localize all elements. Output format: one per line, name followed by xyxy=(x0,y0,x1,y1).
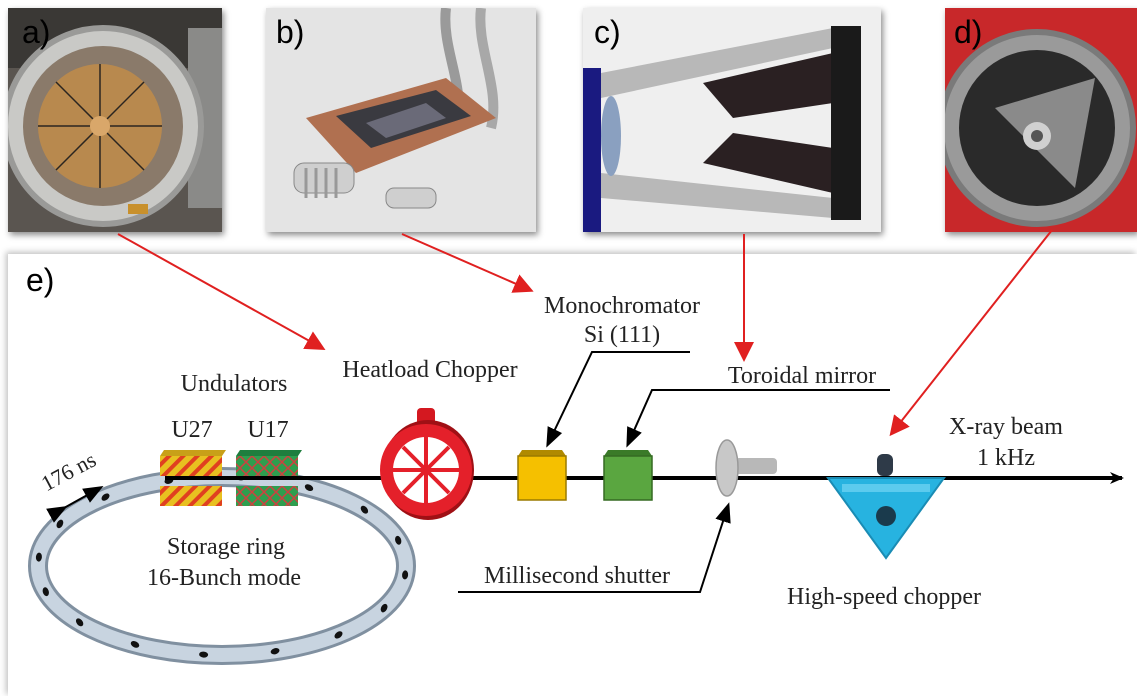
panel-label-d: d) xyxy=(954,14,983,50)
panel-label-c: c) xyxy=(594,14,621,50)
photo-a xyxy=(8,8,222,232)
toroidal-mirror-photo xyxy=(583,8,881,232)
beamline-schematic-panel: e) xyxy=(8,254,1137,696)
panel-label-a: a) xyxy=(22,14,51,50)
monochromator-crystal-photo xyxy=(266,8,536,232)
vacuum-chamber-photo xyxy=(8,8,222,232)
photo-b xyxy=(266,8,536,232)
photo-c xyxy=(583,8,881,232)
high-speed-chopper-photo xyxy=(945,8,1137,232)
photo-d xyxy=(945,8,1137,232)
panel-label-b: b) xyxy=(276,14,305,50)
panel-label-e: e) xyxy=(26,262,55,298)
